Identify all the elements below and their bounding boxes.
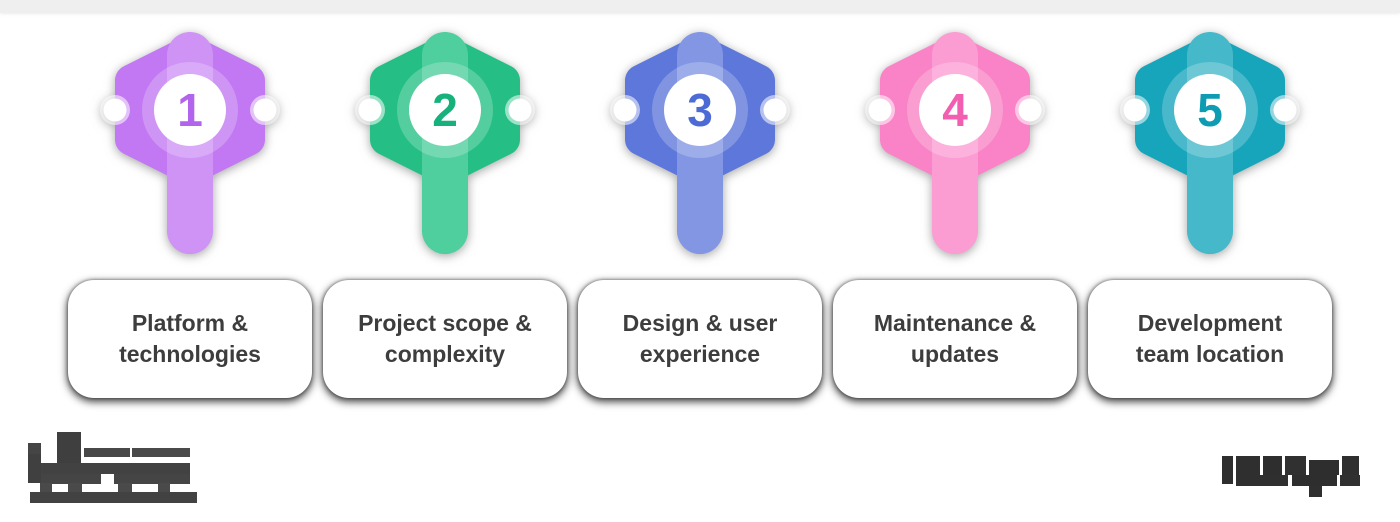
step-5-marker-icon: 5	[1120, 32, 1300, 254]
right-dot	[253, 98, 277, 122]
timeline-step-3: 3 Design & user experience	[575, 0, 825, 522]
marker-circle	[664, 74, 736, 146]
pixelated-watermark	[1222, 456, 1360, 497]
marker-circle	[154, 74, 226, 146]
left-dot	[613, 98, 637, 122]
marker-circle	[1174, 74, 1246, 146]
step-3-label: Design & user experience	[622, 310, 778, 367]
left-dot	[358, 98, 382, 122]
left-dot	[868, 98, 892, 122]
step-number: 2	[432, 84, 458, 136]
step-1-label: Platform & technologies	[119, 310, 261, 367]
step-4-label: Maintenance & updates	[873, 310, 1037, 367]
right-dot	[1018, 98, 1042, 122]
step-4-card: Maintenance & updates	[833, 280, 1077, 398]
step-number: 1	[177, 84, 203, 136]
right-dot	[763, 98, 787, 122]
marker-circle	[919, 74, 991, 146]
pixelated-logo	[28, 432, 197, 503]
right-dot	[1273, 98, 1297, 122]
timeline-step-4: 4 Maintenance & updates	[830, 0, 1080, 522]
marker-circle	[409, 74, 481, 146]
step-4-marker-icon: 4	[865, 32, 1045, 254]
left-dot	[103, 98, 127, 122]
step-5-card: Development team location	[1088, 280, 1332, 398]
step-2-card: Project scope & complexity	[323, 280, 567, 398]
step-number: 4	[942, 84, 968, 136]
timeline-step-2: 2 Project scope & complexity	[320, 0, 570, 522]
step-2-label: Project scope & complexity	[358, 310, 532, 367]
step-number: 5	[1197, 84, 1223, 136]
timeline-step-1: 1 Platform & technologies	[65, 0, 315, 522]
step-2-marker-icon: 2	[355, 32, 535, 254]
timeline-step-5: 5 Development team location	[1085, 0, 1335, 522]
step-5-label: Development team location	[1135, 310, 1285, 367]
step-3-card: Design & user experience	[578, 280, 822, 398]
step-1-card: Platform & technologies	[68, 280, 312, 398]
right-dot	[508, 98, 532, 122]
left-dot	[1123, 98, 1147, 122]
step-number: 3	[687, 84, 713, 136]
step-3-marker-icon: 3	[610, 32, 790, 254]
step-1-marker-icon: 1	[100, 32, 280, 254]
timeline-line	[0, 0, 1400, 13]
